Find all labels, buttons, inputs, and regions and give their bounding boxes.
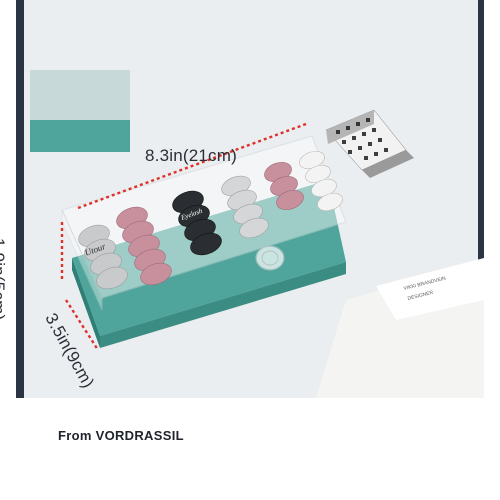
brand-caption: From VORDRASSIL (58, 428, 184, 443)
product-illustration: VIKKI BRANDVEIN DESIGNER (16, 0, 484, 398)
width-line (77, 122, 307, 210)
depth-line (64, 299, 100, 351)
lipstick-case (325, 109, 414, 178)
lash-tags: Utour Eyelash (78, 150, 343, 290)
product-photo: VIKKI BRANDVEIN DESIGNER (16, 0, 484, 398)
organizer-base (72, 180, 346, 336)
width-dimension-label: 8.3in(21cm) (145, 146, 237, 165)
height-dimension-label: 1.9in(5cm) (0, 238, 8, 321)
background-box-base (30, 120, 130, 152)
lid-clasp (255, 245, 285, 271)
dimension-lines (60, 122, 307, 351)
